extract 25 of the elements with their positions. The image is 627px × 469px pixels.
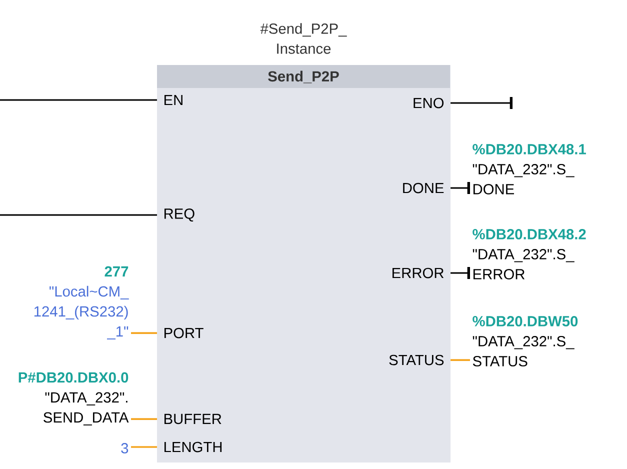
operand-label: 277 "Local~CM_ 1241_(RS232) _1" [34,266,129,340]
pin-label: REQ [164,208,194,222]
pin-label: STATUS [389,354,444,366]
operand-label: P#DB20.DBX0.0 "DATA_232". SEND_DATA [18,372,129,426]
wire [450,182,470,194]
pin-label: PORT [164,328,204,338]
pin-label: DONE [403,182,444,194]
wire [131,446,157,448]
wire [131,332,157,334]
pin-label: EN [164,94,182,106]
pin-label: BUFFER [164,414,222,424]
operand-label: %DB20.DBW50 "DATA_232".S_ STATUS [472,316,578,366]
wire [0,214,157,216]
operand-label: 3 [121,443,128,454]
pin-label: LENGTH [164,442,222,452]
operand-label: %DB20.DBX48.1 "DATA_232".S_ DONE [472,144,586,194]
wire [450,359,470,361]
operand-label: %DB20.DBX48.2 "DATA_232".S_ ERROR [472,229,586,280]
pin-label: ERROR [392,268,444,278]
wire [450,97,513,109]
wire [450,267,470,279]
wire [0,99,157,101]
wire [131,418,157,420]
instance-name: #Send_P2P_ Instance [260,23,347,54]
pin-label: ENO [414,98,444,108]
